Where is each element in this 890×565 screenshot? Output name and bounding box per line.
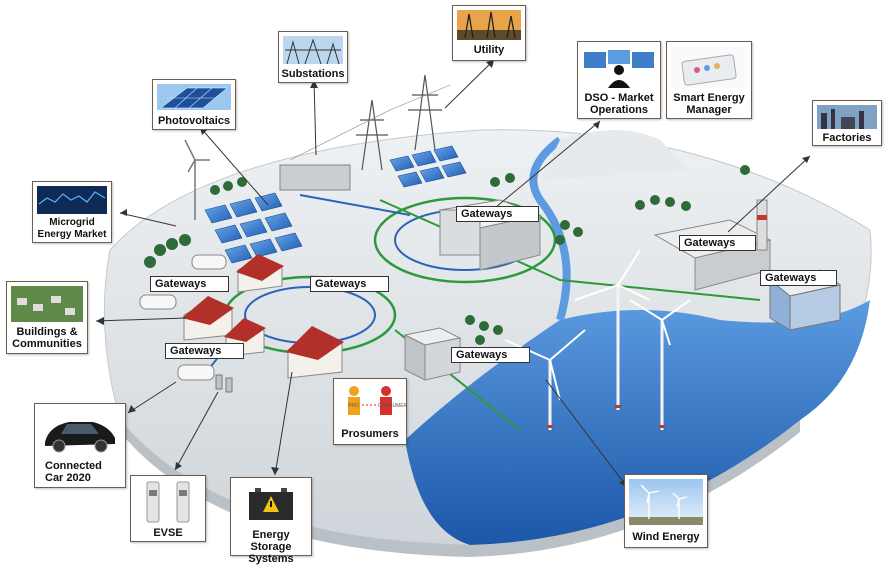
wind-energy-label: Wind Energy: [632, 531, 700, 543]
factories-card: Factories: [812, 100, 882, 146]
substations-card: Substations: [278, 31, 348, 83]
buildings-thumbnail: [11, 286, 83, 322]
microgrid-thumbnail: [37, 186, 107, 214]
buildings-communities-card: Buildings &Communities: [6, 281, 88, 354]
photovoltaics-thumbnail: [157, 84, 231, 110]
wind-energy-thumbnail: [629, 479, 703, 525]
trees: [144, 165, 750, 345]
smart-energy-manager-thumbnail: [671, 46, 747, 88]
factories-thumbnail: [817, 105, 877, 129]
photovoltaics-label: Photovoltaics: [157, 115, 231, 127]
wind-turbines: [548, 285, 664, 430]
energy-storage-thumbnail: [249, 488, 293, 520]
gateway-label-center: Gateways: [456, 206, 539, 222]
cars: [139, 254, 227, 381]
utility-thumbnail: [457, 10, 521, 40]
prosumers-label: Prosumers: [341, 428, 399, 440]
gateway-label-homes: Gateways: [165, 343, 244, 359]
utility-card: Utility: [452, 5, 526, 61]
buildings-label: Buildings &Communities: [12, 326, 82, 350]
evse-label: EVSE: [153, 527, 183, 539]
photovoltaics-card: Photovoltaics: [152, 79, 236, 130]
mountain: [540, 130, 690, 180]
pylons: [289, 74, 451, 171]
wind-energy-card: Wind Energy: [624, 474, 708, 548]
gateway-label-left-houses: Gateways: [150, 276, 229, 292]
connector-arrows: [95, 59, 811, 488]
river: [529, 136, 571, 322]
substations-thumbnail: [283, 36, 343, 64]
evse-card: EVSE: [130, 475, 206, 542]
substation: [279, 164, 351, 191]
ev-chargers: [215, 374, 233, 393]
gateway-label-ring: Gateways: [310, 276, 389, 292]
prosumer-icon-text-pro: PRO: [348, 403, 359, 409]
prosumers-card: PRO CONSUMER Prosumers: [333, 378, 407, 445]
substations-label: Substations: [281, 68, 345, 80]
gateway-label-apartment: Gateways: [451, 347, 530, 363]
solar-farm-top: [389, 145, 467, 188]
grid-line-2: [299, 194, 411, 216]
small-wind-turbine: [184, 139, 210, 220]
factories-label: Factories: [822, 132, 872, 144]
connected-car-thumbnail: [39, 408, 121, 454]
gateway-label-factory: Gateways: [679, 235, 756, 251]
dso-thumbnail: [584, 50, 654, 88]
evse-thumbnail: [146, 481, 190, 523]
gateway-label-office: Gateways: [760, 270, 837, 286]
prosumers-thumbnail: [348, 386, 392, 415]
utility-label: Utility: [473, 44, 505, 56]
prosumer-icon-text-consumer: CONSUMER: [378, 403, 408, 409]
solar-farm-left: [204, 192, 303, 264]
